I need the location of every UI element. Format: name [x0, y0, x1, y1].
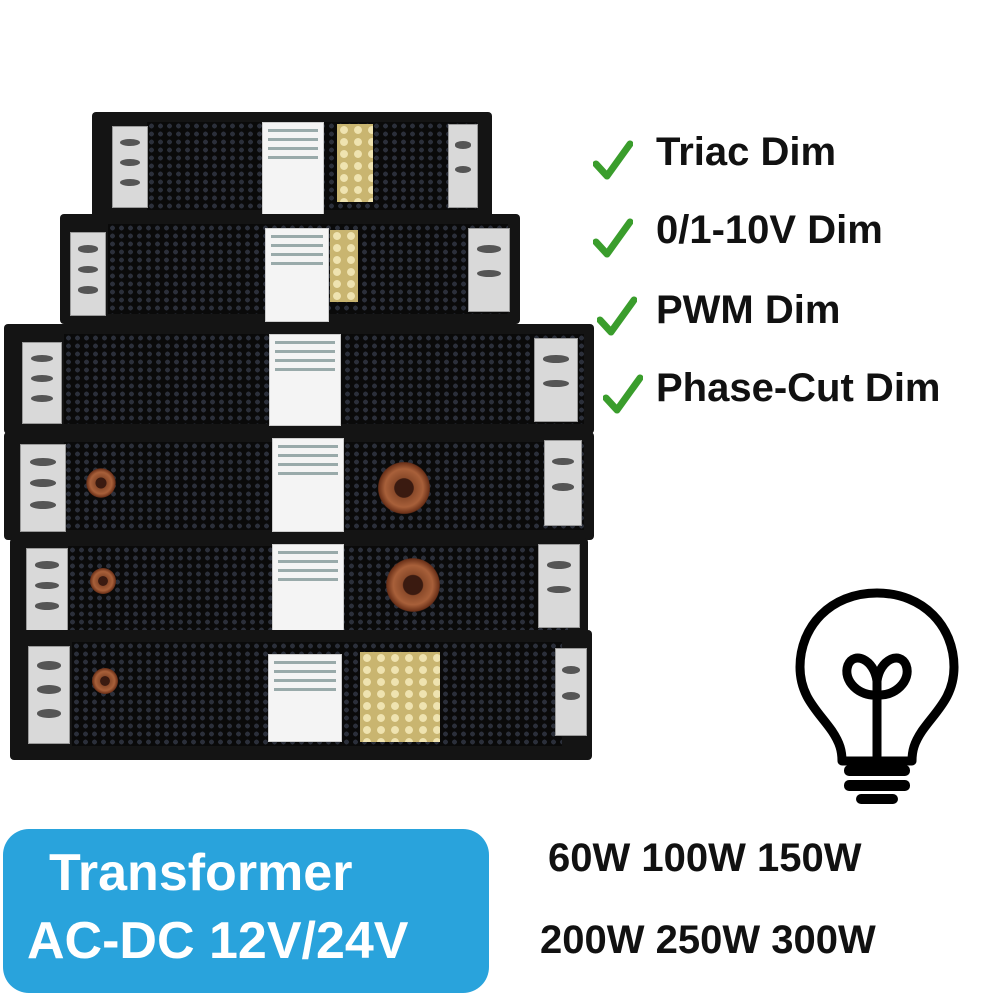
power-supply-250w — [10, 538, 588, 642]
feature-pwm-dim: PWM Dim — [656, 288, 841, 332]
feature-triac-dim: Triac Dim — [656, 130, 837, 174]
check-icon — [593, 140, 633, 180]
power-supply-60w — [92, 112, 492, 218]
feature-0-10v-dim: 0/1-10V Dim — [656, 208, 883, 252]
badge-subtitle: AC-DC 12V/24V — [27, 912, 409, 970]
power-supply-200w — [4, 432, 594, 540]
power-supply-300w — [10, 630, 592, 760]
power-supply-150w — [4, 324, 594, 434]
badge-title: Transformer — [49, 844, 353, 902]
check-icon — [603, 374, 643, 414]
light-bulb-icon — [795, 588, 959, 804]
transformer-badge: Transformer AC-DC 12V/24V — [3, 829, 489, 993]
feature-phase-cut-dim: Phase-Cut Dim — [656, 366, 941, 410]
power-supply-100w — [60, 214, 520, 324]
check-icon — [597, 296, 637, 336]
check-icon — [593, 218, 633, 258]
wattage-row-2: 200W 250W 300W — [540, 918, 876, 962]
wattage-row-1: 60W 100W 150W — [548, 836, 862, 880]
